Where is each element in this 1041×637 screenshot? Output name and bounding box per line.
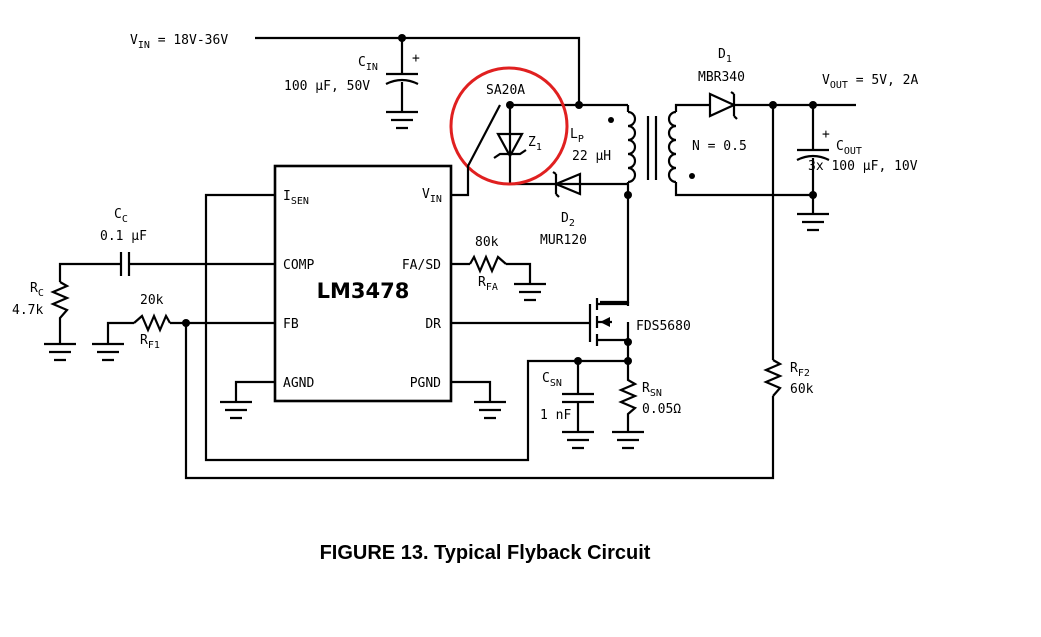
rf1-value: 20k [140,293,164,308]
fasd-wire [451,262,532,284]
z1-label: Z1 [528,135,542,153]
pin-fasd: FA/SD [402,258,441,273]
cout-plate-bottom [796,154,830,161]
rc-ground-icon [44,342,76,362]
rf1-ground-icon [92,342,124,362]
d1-bar [730,91,740,120]
lp-label: LP [570,127,584,145]
cout-plus: + [822,127,830,142]
secondary-dot [689,173,695,179]
rsn-label: RSN [642,381,662,399]
rf1-label: RF1 [140,333,160,351]
zener-symbol [493,132,527,159]
rf2-value: 60k [790,382,814,397]
mosfet-part: FDS5680 [636,319,691,334]
cin-value: 100 μF, 50V [284,79,370,94]
cin-plate-bottom [385,78,419,85]
pin-agnd: AGND [283,376,314,391]
rfa-ground-icon [514,282,546,302]
pin-dr: DR [425,317,441,332]
agnd-wire [234,380,275,402]
cout-value: 3x 100 μF, 10V [808,159,918,174]
d1-part: MBR340 [698,70,745,85]
pin-comp: COMP [283,258,314,273]
rfa-resistor-icon [469,254,507,274]
ic-body [273,164,453,403]
d2-label: D2 [561,211,575,229]
d2-bar [552,171,560,198]
d1-symbol [708,92,737,118]
rc-label: RC [30,281,44,299]
turns-ratio: N = 0.5 [692,139,747,154]
rf2-wire [184,105,775,480]
csn-ground-icon [562,430,594,450]
vin-label: VIN = 18V-36V [130,33,228,51]
rf2-resistor-icon [763,359,783,397]
pgnd-ground-icon [474,400,506,420]
secondary-wire [674,103,856,197]
figure-caption: FIGURE 13. Typical Flyback Circuit [320,542,651,564]
lp-value: 22 μH [572,149,611,164]
rf2-label: RF2 [790,361,810,379]
isen-wire [204,193,628,462]
primary-coil-icon [627,110,637,184]
vin-pin-wire [451,104,501,197]
pin-isen: ISEN [283,189,309,207]
vout-label: VOUT = 5V, 2A [822,73,919,91]
rsn-resistor-icon [618,361,638,432]
vin-wire [255,36,628,107]
junction-cout-gnd [809,191,817,199]
cin-ground-icon [386,110,418,130]
csn-label: CSN [542,371,562,389]
rfa-label: RFA [478,275,498,293]
cc-value: 0.1 μF [100,229,147,244]
rc-value: 4.7k [12,303,43,318]
junction-source [624,338,632,346]
csn-plates [562,392,594,404]
pin-pgnd: PGND [410,376,441,391]
d1-label: D1 [718,47,732,65]
cc-label: CC [114,207,128,225]
cc-plates [119,252,131,276]
rsn-value: 0.05Ω [642,402,681,417]
primary-dot [608,117,614,123]
cin-plus: + [412,51,420,66]
fb-wire [106,321,275,344]
junction-drain [624,191,632,199]
secondary-coil-icon [667,110,677,184]
zener-wire [508,103,628,186]
cout-label: COUT [836,139,862,157]
junction-zener [506,101,514,109]
transformer-core [646,116,658,180]
cout-ground-icon [797,212,829,232]
junction-fb [182,319,190,327]
primary-wire [600,105,630,304]
csn-value: 1 nF [540,408,571,423]
pgnd-wire [451,380,492,402]
pin-vin: VIN [422,187,442,205]
zener-part: SA20A [486,83,525,98]
rc-resistor-icon [50,281,70,344]
rsn-ground-icon [612,430,644,450]
highlight-circle [449,66,569,186]
mosfet-arrow-icon [600,317,610,327]
pin-fb: FB [283,317,299,332]
agnd-ground-icon [220,400,252,420]
rf1-resistor-icon [133,313,171,333]
comp-wire [58,262,275,282]
mosfet-icon [588,298,630,361]
cin-label: CIN [358,55,378,73]
d2-part: MUR120 [540,233,587,248]
d2-symbol [553,172,582,196]
ic-name: LM3478 [317,279,410,303]
rfa-value: 80k [475,235,499,250]
